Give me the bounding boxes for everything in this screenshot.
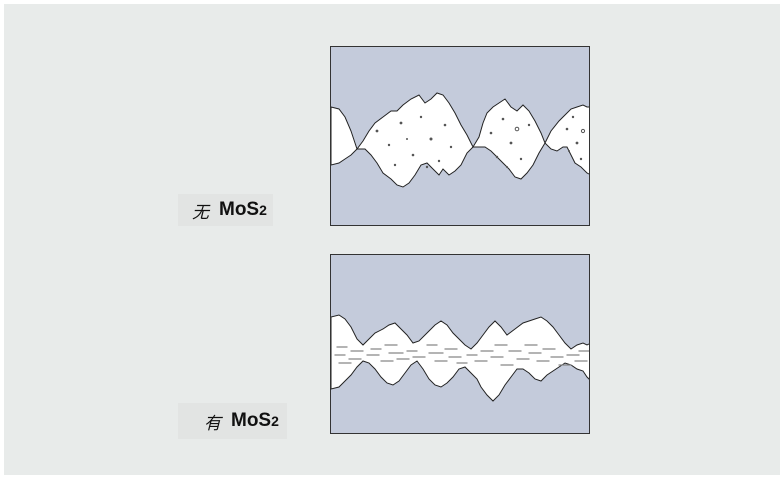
wear-particles: [375, 115, 586, 169]
contact-gap-lubricated: [331, 314, 589, 402]
label-with-compound: MoS: [231, 410, 272, 431]
contact-gap-dry: [331, 92, 589, 188]
surface-contact-without-mos2: [330, 46, 590, 226]
surface-contact-with-mos2: [330, 254, 590, 434]
mos2-lamellae: [334, 344, 589, 366]
label-without-prefix: 无: [192, 202, 209, 223]
rough-surfaces-dry: [331, 92, 589, 188]
rough-surfaces-lubricated: [331, 314, 589, 402]
label-with-prefix: 有: [204, 413, 221, 434]
label-without-compound: MoS: [219, 199, 260, 220]
